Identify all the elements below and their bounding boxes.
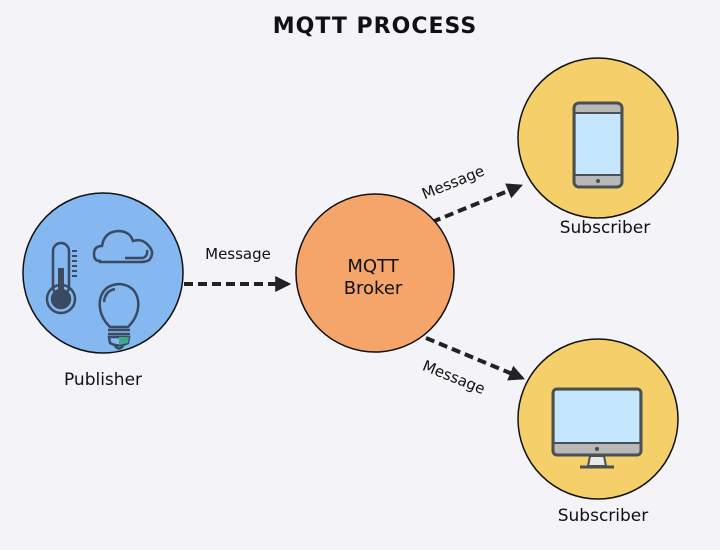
subscriber-top-node xyxy=(517,57,679,219)
edge-broker-subscriber-top: Message xyxy=(419,162,523,224)
broker-label-line1: MQTT xyxy=(347,256,399,277)
subscriber-bottom-label: Subscriber xyxy=(557,506,649,526)
desktop-monitor-icon xyxy=(551,387,643,469)
cloud-icon xyxy=(92,229,154,264)
edge-label: Message xyxy=(419,162,487,203)
smartphone-icon xyxy=(572,101,624,189)
edge-broker-subscriber-bottom: Message xyxy=(420,336,525,398)
edge-label: Message xyxy=(420,357,488,398)
lightbulb-icon xyxy=(98,282,140,350)
publisher-node xyxy=(22,192,184,354)
subscriber-bottom-node xyxy=(517,338,679,500)
publisher-label: Publisher xyxy=(63,370,143,390)
edge-label: Message xyxy=(205,245,271,263)
broker-label-line2: Broker xyxy=(344,278,403,299)
broker-node: MQTT Broker xyxy=(295,193,455,353)
subscriber-top-label: Subscriber xyxy=(559,218,651,238)
thermometer-icon xyxy=(45,241,77,315)
edge-publisher-broker: Message xyxy=(184,245,292,292)
diagram-title: MQTT PROCESS xyxy=(272,14,478,39)
